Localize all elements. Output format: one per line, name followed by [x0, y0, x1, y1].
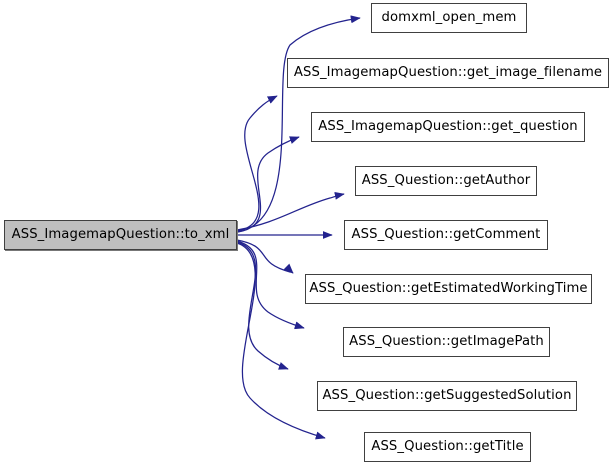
- call-edge-getTitle: [236, 242, 326, 440]
- graph-node-label: ASS_Question::getEstimatedWorkingTime: [309, 281, 588, 297]
- graph-node-getImagePath[interactable]: ASS_Question::getImagePath: [343, 327, 550, 357]
- graph-node-to_xml[interactable]: ASS_ImagemapQuestion::to_xml: [4, 220, 237, 250]
- graph-node-getComment[interactable]: ASS_Question::getComment: [344, 220, 548, 250]
- graph-node-getAuthor[interactable]: ASS_Question::getAuthor: [355, 166, 537, 196]
- graph-node-get_image_filename[interactable]: ASS_ImagemapQuestion::get_image_filename: [287, 58, 609, 88]
- graph-node-domxml_open_mem[interactable]: domxml_open_mem: [371, 3, 527, 33]
- graph-node-getSuggestedSolution[interactable]: ASS_Question::getSuggestedSolution: [317, 381, 577, 411]
- graph-node-getEstimatedWorkingTime[interactable]: ASS_Question::getEstimatedWorkingTime: [305, 274, 592, 304]
- graph-node-label: ASS_ImagemapQuestion::to_xml: [11, 227, 230, 243]
- graph-node-get_question[interactable]: ASS_ImagemapQuestion::get_question: [311, 112, 585, 142]
- call-edge-getSuggestedSolution: [236, 241, 289, 370]
- graph-node-label: ASS_ImagemapQuestion::get_question: [318, 119, 578, 135]
- graph-node-label: ASS_Question::getTitle: [371, 439, 524, 455]
- graph-node-label: domxml_open_mem: [381, 10, 517, 26]
- graph-node-label: ASS_Question::getComment: [351, 227, 541, 243]
- call-edge-getEstimatedWorkingTime: [236, 239, 294, 274]
- graph-node-label: ASS_Question::getImagePath: [349, 334, 544, 350]
- graph-node-label: ASS_ImagemapQuestion::get_image_filename: [293, 65, 603, 81]
- call-edge-getImagePath: [236, 240, 305, 330]
- graph-node-label: ASS_Question::getSuggestedSolution: [322, 388, 572, 404]
- graph-node-label: ASS_Question::getAuthor: [361, 173, 531, 189]
- call-edge-get_question: [237, 136, 300, 233]
- call-edge-domxml_open_mem: [236, 15, 361, 233]
- graph-node-getTitle[interactable]: ASS_Question::getTitle: [364, 432, 531, 462]
- call-edge-get_image_filename: [236, 95, 278, 232]
- call-edge-getAuthor: [236, 191, 345, 231]
